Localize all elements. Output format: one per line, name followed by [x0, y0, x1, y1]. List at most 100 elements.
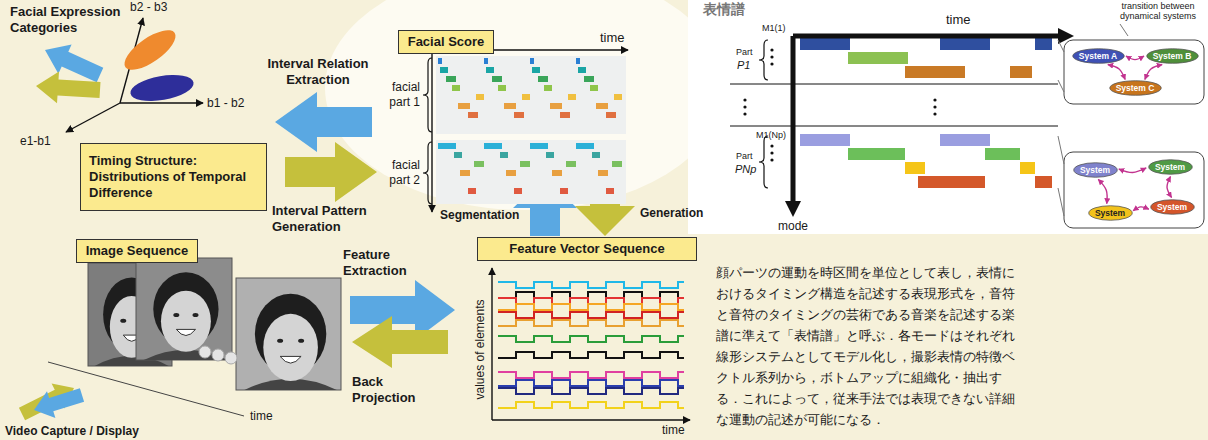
mode-bar: [848, 52, 908, 64]
feature-chart: [492, 268, 690, 420]
sequence-dot: [212, 349, 224, 361]
ellipse-shape: [1073, 163, 1117, 178]
system-ellipse: System A: [1072, 48, 1125, 64]
annotation-label: Generation: [640, 206, 703, 221]
score-bar: [552, 170, 562, 176]
score-bar: [484, 143, 502, 149]
score-bar: [486, 67, 494, 73]
node-text: Facial Score: [408, 34, 485, 50]
score-scheme: [730, 24, 1204, 228]
score-bar: [468, 112, 478, 118]
annotation-label: transition between dynamical systems: [1112, 1, 1204, 21]
process-arrow: [275, 92, 372, 152]
ellipse-shape: [1150, 200, 1194, 215]
mode-bar: [1010, 66, 1032, 78]
score-bar: [438, 143, 456, 149]
annotation-label: time: [600, 30, 625, 46]
score-bar: [596, 103, 608, 109]
eye: [298, 339, 304, 343]
axis-line: [120, 102, 203, 103]
score-bar: [514, 112, 524, 118]
score-bar: [446, 76, 456, 82]
score-bar: [474, 161, 484, 167]
score-bar: [504, 103, 516, 109]
mode-bar: [918, 176, 985, 188]
callout-line: [1058, 188, 1064, 216]
system-ellipse: System: [1073, 162, 1118, 178]
score-bar: [530, 143, 548, 149]
score-bar: [522, 94, 530, 100]
ellipse-shape: [1072, 49, 1124, 64]
mouth: [176, 329, 195, 335]
process-arrows: [19, 45, 635, 421]
score-bar: [560, 112, 570, 118]
node-text: System: [1157, 202, 1187, 212]
mode-bar: [940, 134, 990, 146]
feature-curve: [498, 282, 684, 288]
score-bar: [458, 103, 470, 109]
ellipsis-dot: [743, 112, 746, 115]
mode-bar: [1035, 38, 1052, 50]
feature-curve: [498, 402, 684, 408]
ellipse-shape: [1148, 160, 1192, 175]
node-text: System A: [1079, 51, 1117, 61]
feature-curve: [498, 352, 684, 358]
feature-curve: [498, 312, 684, 318]
mode-bar: [905, 66, 965, 78]
process-arrow: [36, 71, 101, 103]
photo-frame: [136, 258, 232, 360]
annotation-label: time: [250, 409, 273, 424]
node-text: Timing Structure: Distributions of Tempo…: [89, 153, 258, 201]
score-bar: [550, 103, 562, 109]
score-bar: [476, 94, 484, 100]
node-text: System C: [1116, 83, 1155, 93]
feature-curve: [498, 388, 684, 394]
score-bar: [590, 85, 598, 91]
callout-line: [1058, 40, 1064, 52]
ellipsis-dot: [770, 151, 773, 154]
ellipsis-dot: [933, 98, 936, 101]
score-bar: [544, 85, 552, 91]
score-panel: [436, 56, 626, 134]
title-box: Feature Vector Sequence: [477, 237, 697, 261]
brace: [759, 40, 768, 80]
score-bar: [530, 58, 534, 64]
ellipsis-dot: [770, 144, 773, 147]
score-bar: [438, 58, 442, 64]
score-panel: [436, 140, 626, 204]
annotation-label: facial part 1: [380, 80, 420, 110]
score-bar: [538, 76, 548, 82]
transition-arrow: [1119, 168, 1146, 173]
mode-bar: [905, 162, 925, 174]
score-bar: [520, 161, 530, 167]
face-photo: [236, 278, 341, 390]
transition-arrow: [1167, 176, 1172, 197]
score-halo: [325, 0, 725, 210]
score-bar: [506, 170, 516, 176]
mode-axis: [791, 36, 796, 203]
score-bar: [598, 170, 608, 176]
annotation-label: time: [662, 423, 685, 438]
annotation-label: Interval Relation Extraction: [255, 56, 381, 88]
mode-bar: [1020, 162, 1035, 174]
score-bar: [576, 58, 580, 64]
ellipsis-dot: [770, 62, 773, 65]
axis-line: [431, 50, 432, 212]
annotation-label: Video Capture / Display: [5, 424, 139, 439]
score-bar: [460, 170, 470, 176]
transition-arrow: [1126, 56, 1144, 60]
eye: [120, 319, 126, 323]
category-distribution: [128, 71, 195, 106]
node-text: Feature Vector Sequence: [509, 241, 664, 257]
callout-line: [1058, 136, 1064, 164]
score-bar: [452, 85, 460, 91]
feature-curve: [498, 372, 684, 378]
separator-line: [730, 84, 1058, 85]
annotation-label: Interval Pattern Generation: [272, 203, 394, 235]
sequence-dot: [225, 352, 237, 364]
score-bar: [468, 188, 476, 194]
axis-line: [66, 103, 120, 132]
